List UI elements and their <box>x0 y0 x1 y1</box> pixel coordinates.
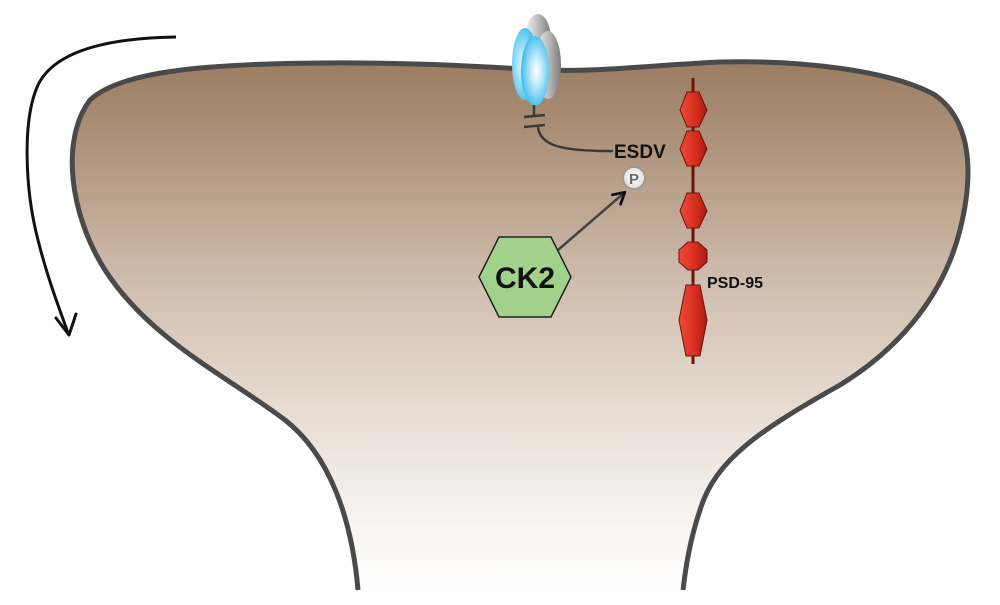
ck2-phosphorylation-arrow <box>557 193 624 251</box>
curved-arrow-head-icon <box>54 312 78 337</box>
psd95-domain-sh3 <box>678 241 708 271</box>
ck2-label: CK2 <box>495 262 555 295</box>
psd95-domain-gk <box>678 284 708 357</box>
psd95-domain-pdz2 <box>679 130 708 167</box>
psd95-domain-pdz3 <box>679 192 708 229</box>
receptor-channel <box>512 14 561 106</box>
receptor-tail <box>523 105 613 153</box>
phosphate-label: P <box>629 171 639 188</box>
spine-membrane <box>69 59 971 591</box>
receptor-subunit-blue <box>521 36 549 106</box>
esdv-motif-label: ESDV <box>614 142 666 163</box>
psd95-scaffold <box>678 78 708 364</box>
phosphate-group: P <box>622 166 646 190</box>
psd95-domain-pdz1 <box>679 91 708 128</box>
curved-motion-arrow <box>25 35 177 334</box>
psd95-label: PSD-95 <box>707 275 763 292</box>
spine-cytoplasm <box>72 61 968 590</box>
ck2-kinase: CK2 <box>478 236 572 318</box>
